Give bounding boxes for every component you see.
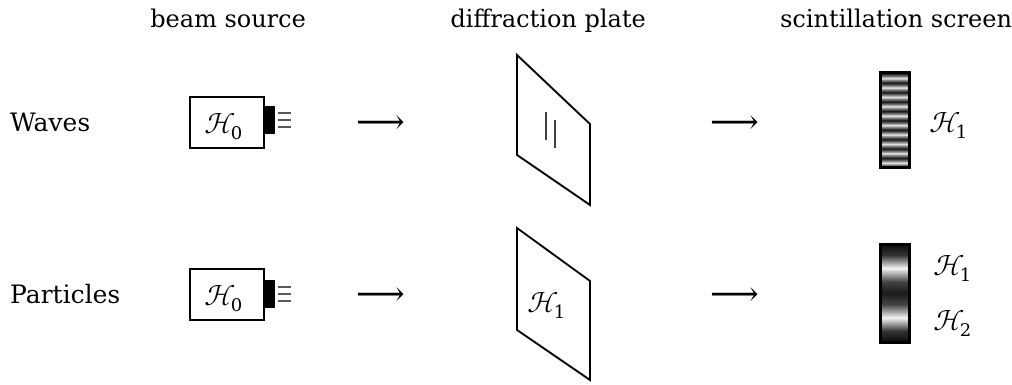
waves-beam-source: ℋ0	[189, 96, 291, 149]
waves-arrow-2: ⟶	[710, 102, 759, 142]
waves-source-subscript: 0	[231, 123, 242, 144]
beam-emission-icon	[278, 286, 291, 302]
particles-arrow-2: ⟶	[710, 274, 759, 314]
waves-source-h: ℋ	[204, 109, 235, 140]
emitter-nozzle	[264, 280, 275, 308]
particles-diffraction-plate: ℋ1	[516, 226, 591, 382]
particles-screen-bottom-subscript: 2	[960, 320, 971, 341]
waves-arrow-1: ⟶	[356, 102, 405, 142]
source-box	[189, 268, 265, 321]
header-beam-source: beam source	[150, 5, 306, 33]
plate-outline	[516, 226, 591, 382]
header-diffraction-plate: diffraction plate	[450, 5, 645, 33]
plate-outline	[516, 52, 591, 207]
particles-plate-h: ℋ	[527, 288, 558, 319]
particles-screen-top-subscript: 1	[960, 265, 971, 286]
particles-screen-top-label: ℋ1	[933, 251, 971, 286]
particles-plate-subscript: 1	[554, 302, 565, 323]
particles-screen-bottom-h: ℋ	[933, 306, 964, 337]
row-label-waves: Waves	[10, 108, 90, 137]
beam-emission-icon	[278, 112, 291, 128]
particles-arrow-1: ⟶	[356, 274, 405, 314]
particles-source-subscript: 0	[231, 295, 242, 316]
waves-screen-subscript: 1	[956, 122, 967, 143]
waves-screen: ℋ1	[879, 71, 967, 169]
particles-beam-source: ℋ0	[189, 268, 291, 321]
waves-screen-label: ℋ1	[929, 108, 967, 143]
waves-diffraction-plate	[516, 52, 591, 207]
particles-source-h: ℋ	[204, 281, 235, 312]
row-label-particles: Particles	[10, 280, 120, 309]
particles-screen-bottom-label: ℋ2	[933, 306, 971, 341]
two-band-pattern	[882, 246, 908, 341]
source-box	[189, 96, 265, 149]
particles-plate-symbol: ℋ1	[527, 288, 565, 323]
waves-screen-h: ℋ	[929, 108, 960, 139]
particles-source-symbol: ℋ0	[204, 281, 242, 316]
header-scintillation-screen: scintillation screen	[780, 5, 1012, 33]
interference-fringes	[882, 74, 908, 166]
particles-screen: ℋ1 ℋ2	[879, 243, 971, 344]
particles-screen-top-h: ℋ	[933, 251, 964, 282]
emitter-nozzle	[264, 106, 275, 134]
waves-source-symbol: ℋ0	[204, 109, 242, 144]
